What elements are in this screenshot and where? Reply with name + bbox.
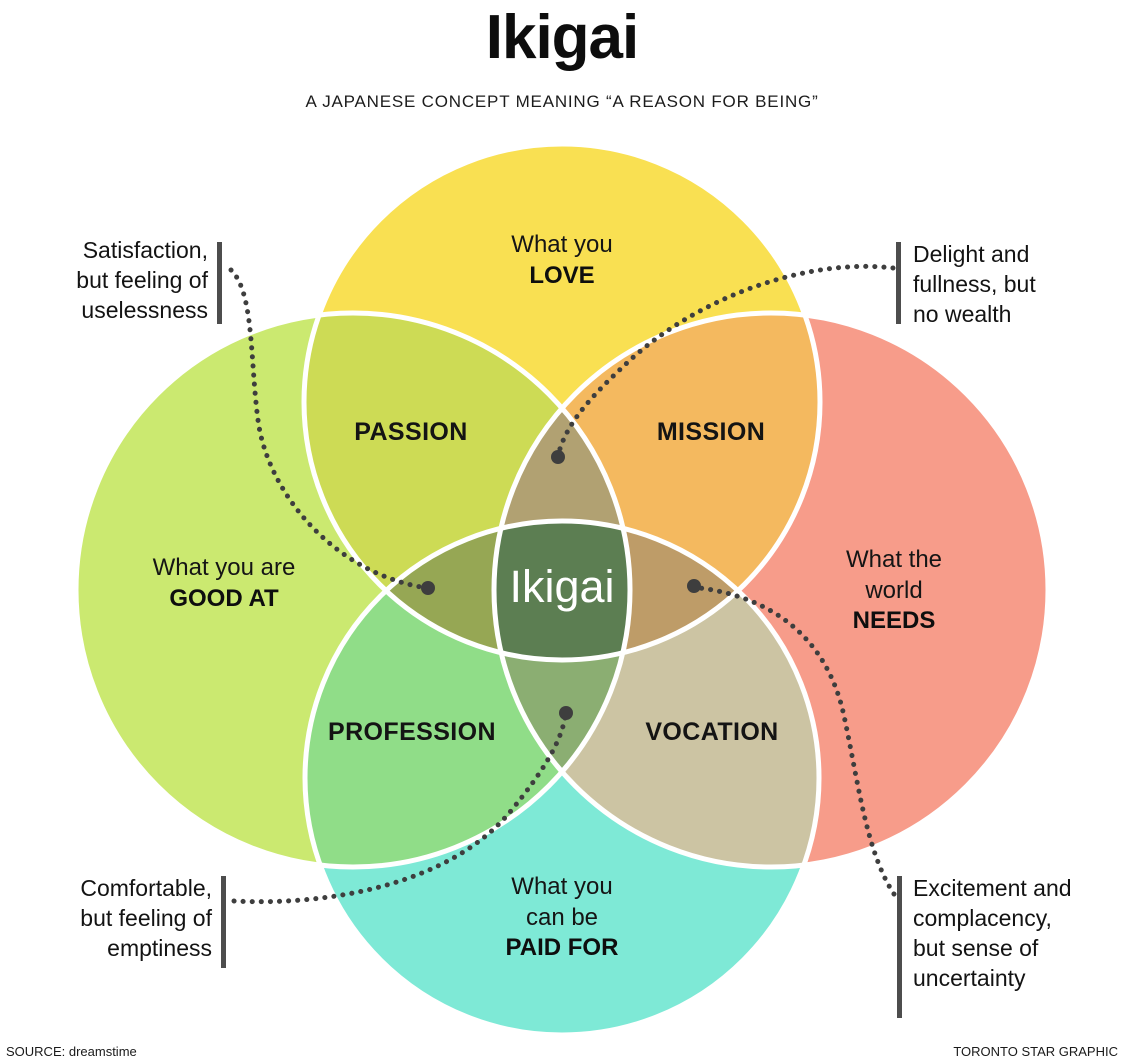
connector-top-right: [556, 263, 896, 455]
label-paid-for-line3: PAID FOR: [505, 934, 619, 962]
label-love: What you LOVE: [462, 230, 662, 291]
dot-bottom-left: [559, 706, 573, 720]
label-ikigai-center: Ikigai: [509, 561, 615, 612]
circle-outlines: [73, 141, 1051, 1038]
annotation-bottom-right: Excitement and complacency, but sense of…: [913, 874, 1124, 994]
annotation-top-right: Delight and fullness, but no wealth: [913, 240, 1124, 330]
annotation-top-right-line1: Delight and: [913, 241, 1030, 267]
label-paid-for-line1: What you: [511, 873, 613, 900]
label-paid-for: What you can be PAID FOR: [462, 872, 662, 964]
label-vocation: VOCATION: [645, 718, 779, 746]
label-good-at-line2: GOOD AT: [169, 584, 279, 612]
graphic-credit: TORONTO STAR GRAPHIC: [953, 1044, 1118, 1059]
annotation-bottom-right-line4: uncertainty: [913, 964, 1026, 991]
annotation-top-right-line2: fullness, but: [913, 270, 1036, 297]
label-passion: PASSION: [354, 418, 468, 446]
outline-good-at: [73, 310, 633, 870]
bar-top-right: [896, 242, 901, 324]
connector-bottom-left: [231, 715, 568, 905]
annotation-bottom-left-line2: but feeling of: [80, 904, 212, 931]
bar-bottom-left: [221, 876, 226, 968]
connector-bottom-right: [697, 585, 897, 897]
annotation-top-right-line3: no wealth: [913, 300, 1012, 327]
label-paid-for-line2: can be: [525, 903, 599, 931]
label-needs: What the world NEEDS: [794, 545, 994, 637]
source-credit: SOURCE: dreamstime: [6, 1044, 137, 1059]
connector-top-left: [228, 267, 424, 590]
dotted-connectors: [228, 263, 897, 905]
annotation-top-left-line1: Satisfaction,: [82, 237, 208, 263]
bar-bottom-right: [897, 876, 902, 1018]
annotation-bottom-left-line3: emptiness: [107, 934, 212, 961]
annotation-bottom-left-line1: Comfortable,: [80, 875, 212, 901]
annotation-bottom-right-line1: Excitement and: [913, 875, 1072, 901]
annotation-top-left-line3: uselessness: [81, 296, 208, 323]
dot-top-left: [421, 581, 435, 595]
outline-needs: [491, 310, 1051, 870]
dot-top-right: [551, 450, 565, 464]
outline-love: [301, 141, 823, 663]
page-title: Ikigai: [485, 3, 640, 72]
label-good-at: What you are GOOD AT: [104, 553, 344, 614]
label-needs-line3: NEEDS: [852, 607, 936, 635]
label-needs-line2: world: [865, 576, 923, 604]
label-profession: PROFESSION: [328, 718, 496, 746]
annotation-bottom-left: Comfortable, but feeling of emptiness: [2, 874, 212, 964]
bar-top-left: [217, 242, 222, 324]
label-mission: MISSION: [656, 418, 766, 446]
label-good-at-line1: What you are: [152, 554, 296, 581]
label-love-line1: What you: [511, 231, 613, 258]
annotation-top-left-line2: but feeling of: [76, 266, 208, 293]
annotation-bottom-right-line3: but sense of: [913, 934, 1039, 961]
page-subtitle: A JAPANESE CONCEPT MEANING “A REASON FOR…: [305, 92, 819, 111]
label-love-line2: LOVE: [529, 261, 595, 289]
connector-end-dots: [421, 450, 701, 720]
annotation-bottom-right-line2: complacency,: [913, 904, 1052, 931]
annotation-bars: [217, 242, 902, 1018]
outline-paid-for: [302, 518, 822, 1038]
annotation-top-left: Satisfaction, but feeling of uselessness: [0, 236, 208, 326]
label-needs-line1: What the: [845, 546, 943, 573]
dot-bottom-right: [687, 579, 701, 593]
